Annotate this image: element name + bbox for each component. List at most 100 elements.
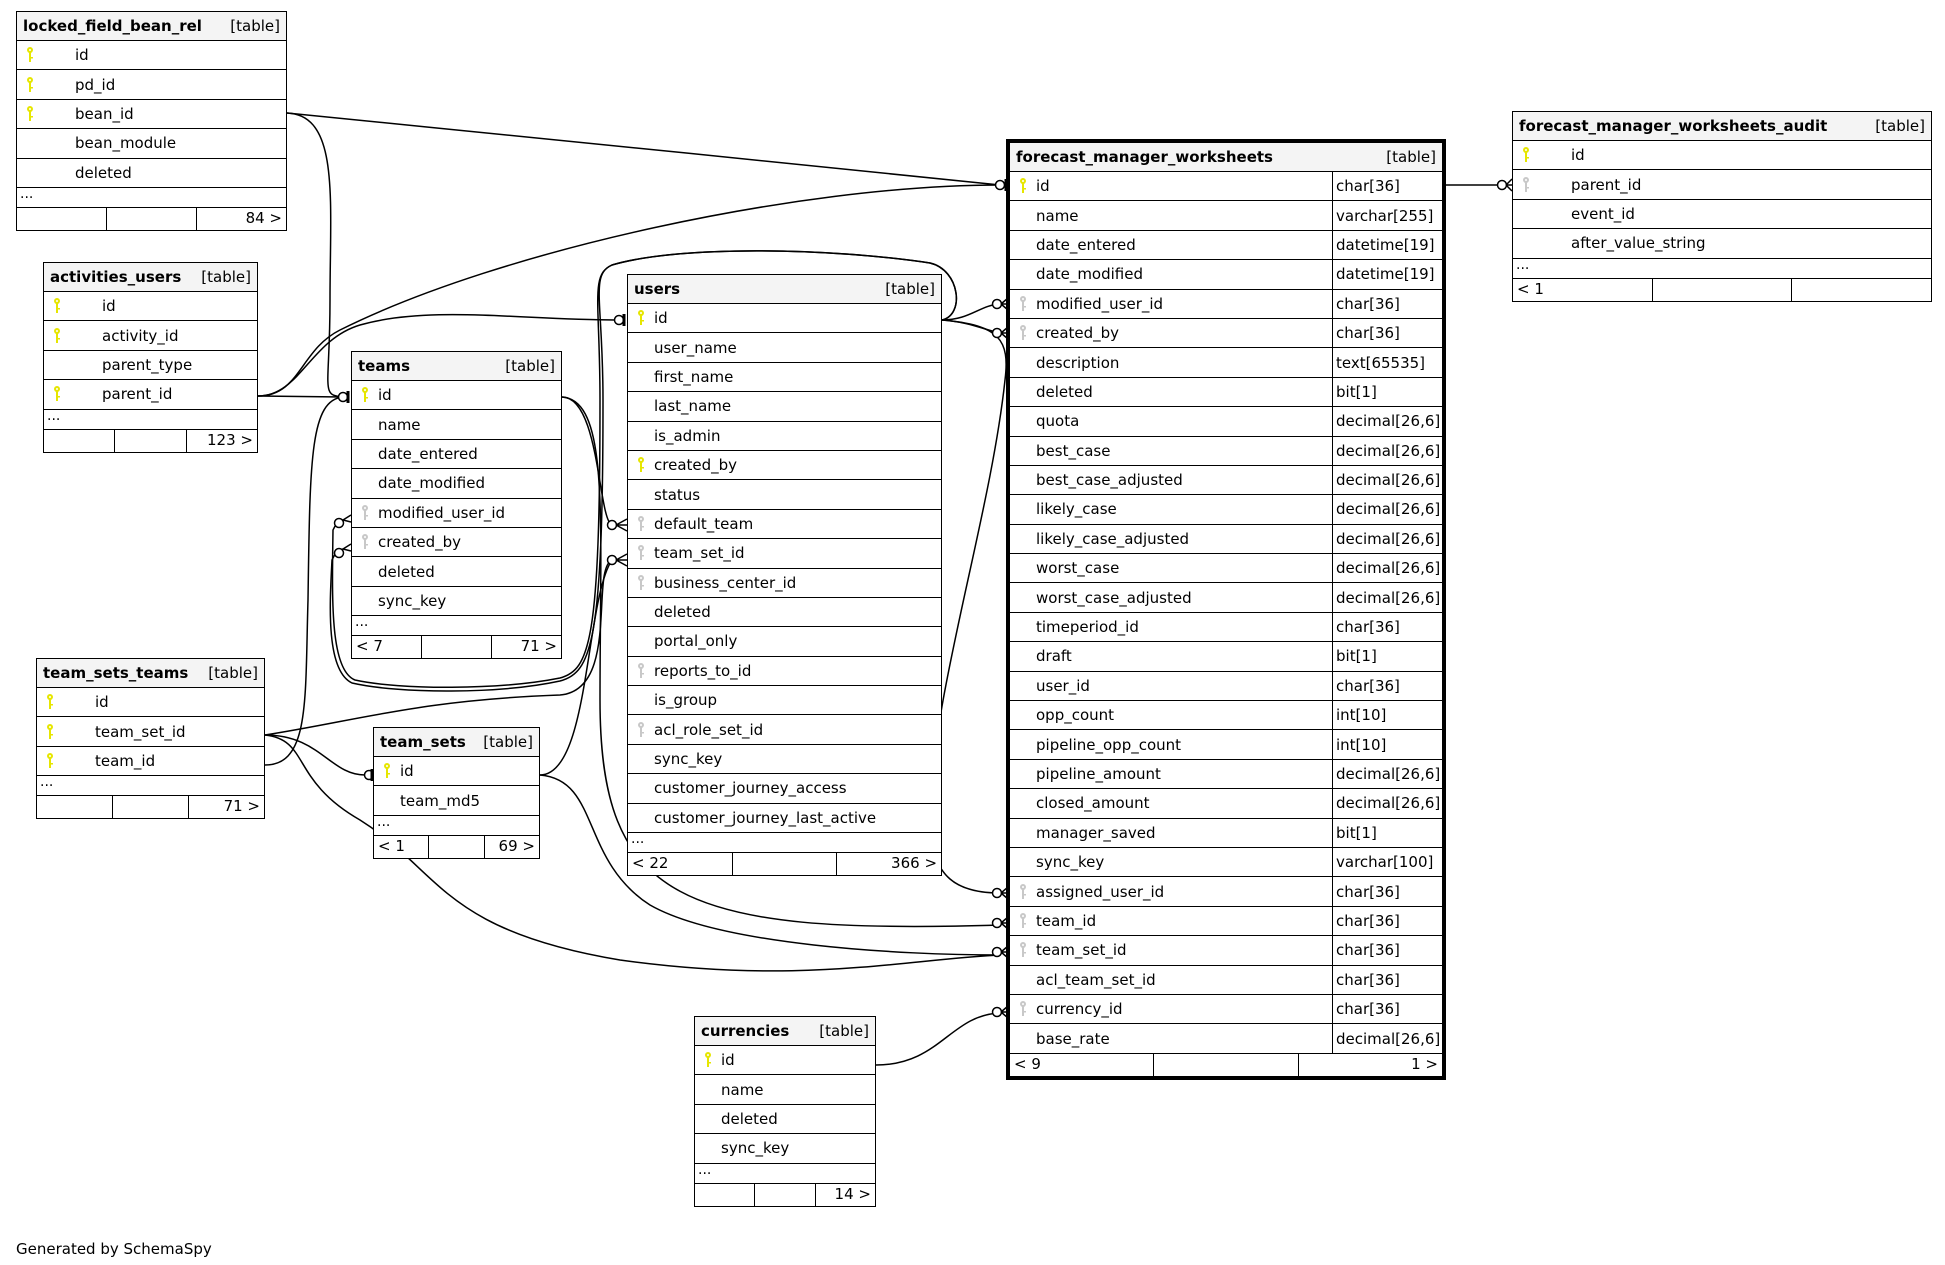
table-forecast-manager-worksheets-audit[interactable]: forecast_manager_worksheets_audit [table… (1512, 111, 1932, 302)
parents-count[interactable]: < 22 (628, 853, 733, 876)
children-count[interactable] (1792, 279, 1931, 301)
table-header[interactable]: activities_users [table] (44, 263, 257, 292)
children-count[interactable]: 69 > (498, 836, 535, 855)
column-row[interactable]: portal_only (628, 627, 941, 657)
table-header[interactable]: team_sets [table] (374, 728, 539, 757)
parents-count[interactable]: < 7 (352, 636, 422, 659)
more-columns[interactable]: ... (44, 409, 257, 430)
column-row[interactable]: activity_id (44, 321, 257, 351)
column-row[interactable]: id (352, 381, 561, 411)
column-row[interactable]: created_by (352, 528, 561, 558)
children-count[interactable]: 71 > (520, 637, 557, 656)
children-count[interactable]: 84 > (245, 208, 282, 227)
table-header[interactable]: forecast_manager_worksheets_audit [table… (1513, 112, 1931, 141)
column-row[interactable]: status (628, 480, 941, 510)
column-row[interactable]: sync_key (352, 587, 561, 617)
parents-count[interactable]: < 1 (374, 835, 430, 858)
column-row[interactable]: team_id (37, 747, 264, 777)
more-columns[interactable]: ... (695, 1163, 875, 1184)
table-header[interactable]: currencies [table] (695, 1017, 875, 1046)
column-row[interactable]: customer_journey_last_active (628, 804, 941, 834)
more-columns[interactable]: ... (17, 187, 286, 208)
column-row[interactable]: created_by (628, 451, 941, 481)
column-row[interactable]: id (44, 292, 257, 322)
parents-count[interactable]: < 1 (1513, 278, 1653, 301)
column-row[interactable]: id (17, 41, 286, 71)
more-columns[interactable]: ... (374, 815, 539, 836)
column-row[interactable]: sync_key (628, 745, 941, 775)
table-header[interactable]: users [table] (628, 275, 941, 304)
column-row[interactable]: bean_module (17, 129, 286, 159)
children-count[interactable]: 366 > (891, 854, 938, 873)
parents-count[interactable]: < 9 (1010, 1053, 1155, 1076)
table-header[interactable]: teams [table] (352, 352, 561, 381)
column-row[interactable]: business_center_id (628, 569, 941, 598)
more-columns[interactable]: ... (37, 775, 264, 797)
children-count[interactable]: 123 > (207, 430, 253, 449)
column-row[interactable]: deleted (695, 1105, 875, 1135)
table-header[interactable]: forecast_manager_worksheets [table] (1010, 143, 1442, 172)
more-columns[interactable]: ... (1513, 258, 1931, 279)
column-row[interactable]: name (352, 410, 561, 440)
column-row[interactable]: date_entered (352, 440, 561, 470)
column-row[interactable]: reports_to_id (628, 657, 941, 687)
column-row[interactable]: parent_id (44, 380, 257, 410)
column-row[interactable]: last_name (628, 392, 941, 422)
column-row[interactable]: user_name (628, 333, 941, 363)
column-row[interactable]: is_group (628, 686, 941, 716)
column-row[interactable]: deleted (352, 557, 561, 587)
column-row[interactable]: date_modified (352, 469, 561, 499)
parents-count[interactable] (695, 1183, 756, 1206)
column-row[interactable]: modified_user_id (352, 499, 561, 528)
column-row[interactable]: after_value_string (1513, 229, 1931, 259)
parents-count[interactable] (17, 207, 107, 230)
column-row[interactable]: default_team (628, 510, 941, 540)
more-columns[interactable]: ... (628, 832, 941, 854)
column-row[interactable]: id (374, 757, 539, 787)
column-row[interactable]: parent_id (1513, 170, 1931, 200)
column-row[interactable]: pd_id (17, 70, 286, 100)
parents-count[interactable] (44, 429, 116, 452)
column-row[interactable]: sync_key (695, 1134, 875, 1164)
parents-count[interactable] (37, 796, 113, 819)
column-row[interactable]: id (695, 1046, 875, 1076)
table-header[interactable]: locked_field_bean_rel [table] (17, 12, 286, 41)
children-count[interactable]: 71 > (223, 797, 260, 816)
column-row[interactable]: acl_role_set_id (628, 715, 941, 745)
column-row[interactable]: bean_id (17, 100, 286, 130)
column-row[interactable]: is_admin (628, 422, 941, 451)
column-row[interactable]: id (1513, 141, 1931, 171)
column-row[interactable]: team_set_id (628, 539, 941, 569)
